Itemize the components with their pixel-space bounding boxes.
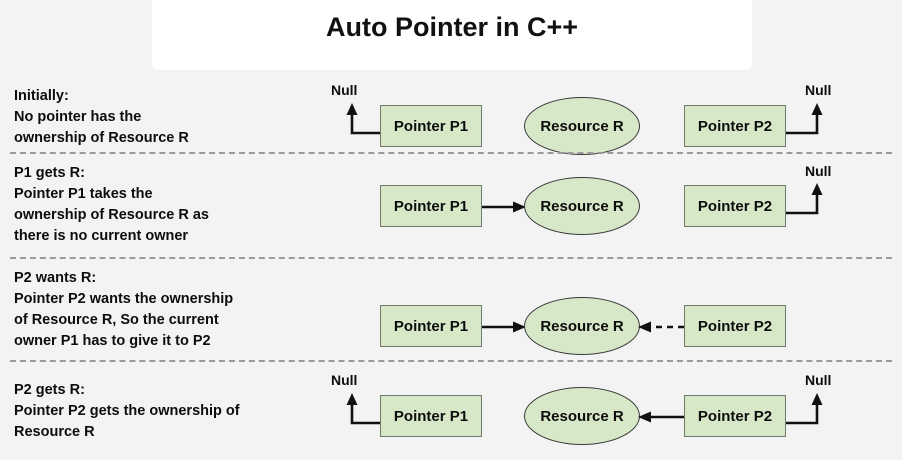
row-p1-gets-r-p2-null-connector [786, 183, 823, 215]
row-p2-wants-r-description: P2 wants R: Pointer P2 wants the ownersh… [14, 270, 234, 349]
row-p1-gets-r-pointer-p1: Pointer P1 [380, 185, 482, 227]
row-p2-gets-r-p2-to-resource-arrow [638, 411, 686, 423]
row-p2-gets-r-p2-null-label: Null [805, 372, 832, 388]
separator-1 [10, 152, 892, 154]
row-p2-gets-r: P2 gets R: Pointer P2 gets the ownership… [0, 366, 902, 460]
row-initially-pointer-p1: Pointer P1 [380, 105, 482, 147]
title-card: Auto Pointer in C++ [152, 0, 752, 70]
separator-2 [10, 257, 892, 259]
row-p2-gets-r-description: P2 gets R: Pointer P2 gets the ownership… [14, 382, 240, 440]
row-p2-gets-r-pointer-p2: Pointer P2 [684, 395, 786, 437]
row-p2-gets-r-p1-null-label: Null [331, 372, 358, 388]
row-initially-p1-null-label: Null [331, 82, 358, 98]
row-initially: Initially: No pointer has the ownership … [0, 78, 902, 155]
row-p2-wants-r-pointer-p2: Pointer P2 [684, 305, 786, 347]
row-p1-gets-r-p2-null-label: Null [805, 163, 832, 179]
row-initially-p2-null-label: Null [805, 82, 832, 98]
row-p2-wants-r-pointer-p1: Pointer P1 [380, 305, 482, 347]
row-p2-gets-r-p2-null-connector [786, 393, 823, 425]
row-p2-gets-r-pointer-p1: Pointer P1 [380, 395, 482, 437]
row-p2-gets-r-resource-r: Resource R [524, 387, 640, 445]
row-p1-gets-r-description: P1 gets R: Pointer P1 takes the ownershi… [14, 165, 209, 244]
row-initially-pointer-p2: Pointer P2 [684, 105, 786, 147]
row-initially-description: Initially: No pointer has the ownership … [14, 88, 189, 146]
page-title: Auto Pointer in C++ [325, 12, 579, 42]
row-p1-gets-r-pointer-p2: Pointer P2 [684, 185, 786, 227]
row-p2-wants-r-p1-to-resource-arrow [482, 321, 526, 333]
row-p2-wants-r-p2-to-resource-dashed-arrow [638, 321, 684, 333]
row-initially-resource-r: Resource R [524, 97, 640, 155]
row-p1-gets-r: P1 gets R: Pointer P1 takes the ownershi… [0, 157, 902, 257]
row-p2-wants-r-resource-r: Resource R [524, 297, 640, 355]
row-p1-gets-r-resource-r: Resource R [524, 177, 640, 235]
separator-3 [10, 360, 892, 362]
row-initially-p2-null-connector [786, 103, 823, 135]
row-p1-gets-r-p1-to-resource-arrow [482, 201, 526, 213]
row-p2-wants-r: P2 wants R: Pointer P2 wants the ownersh… [0, 262, 902, 360]
